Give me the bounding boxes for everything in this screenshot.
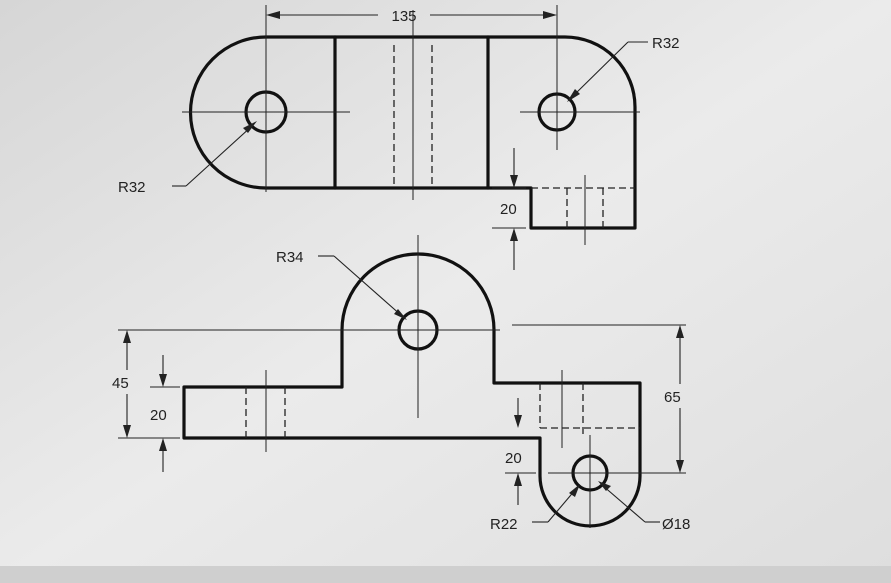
paper-bottom-edge bbox=[0, 566, 891, 583]
dim-20-step-label: 20 bbox=[500, 201, 517, 218]
arrowhead bbox=[510, 175, 518, 188]
arrowhead bbox=[159, 438, 167, 451]
arrowhead bbox=[510, 228, 518, 241]
arrowhead bbox=[514, 473, 522, 486]
dim-20-lug-label: 20 bbox=[505, 450, 522, 467]
dim-dia18-label: Ø18 bbox=[662, 516, 690, 533]
leader-dia18 bbox=[601, 484, 646, 523]
arrowhead bbox=[243, 121, 257, 133]
arrowhead bbox=[394, 309, 407, 320]
arrowhead bbox=[266, 11, 280, 19]
arrowhead bbox=[159, 374, 167, 387]
arrowhead bbox=[567, 89, 580, 102]
dim-45-label: 45 bbox=[112, 375, 129, 392]
dim-r22-label: R22 bbox=[490, 516, 518, 533]
arrowhead bbox=[514, 415, 522, 428]
arrowhead bbox=[569, 484, 580, 497]
arrowhead bbox=[123, 425, 131, 438]
arrowhead bbox=[123, 330, 131, 343]
arrowhead bbox=[543, 11, 557, 19]
dim-r34-label: R34 bbox=[276, 249, 304, 266]
arrowhead bbox=[676, 460, 684, 473]
leader-r32-right bbox=[572, 41, 629, 97]
dim-65-label: 65 bbox=[664, 389, 681, 406]
arrowhead bbox=[598, 481, 611, 491]
top-view-outline bbox=[188, 35, 637, 230]
arrowhead bbox=[676, 325, 684, 338]
top-view: 135 R32 R32 20 bbox=[118, 5, 680, 270]
dim-20-base-label: 20 bbox=[150, 407, 167, 424]
dim-r32-left-label: R32 bbox=[118, 179, 146, 196]
dim-r32-right-label: R32 bbox=[652, 35, 680, 52]
leader-r32-left bbox=[185, 125, 253, 187]
front-view: R34 45 20 65 20 R22 Ø bbox=[112, 235, 690, 533]
leader-r34 bbox=[333, 255, 403, 317]
dim-135-label: 135 bbox=[391, 8, 416, 25]
